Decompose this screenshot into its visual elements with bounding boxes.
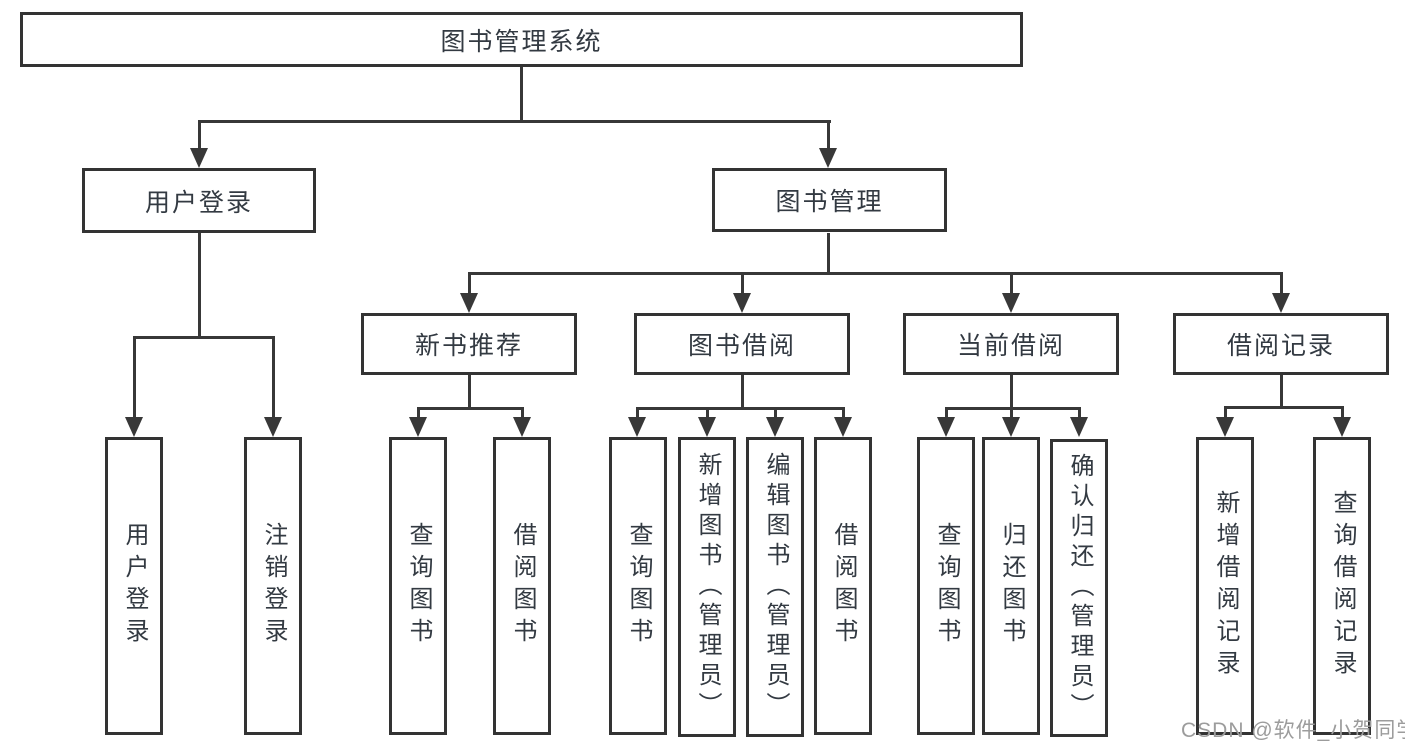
connector-line	[741, 272, 744, 293]
leaf-newbook-query-book: 查询图书	[389, 437, 447, 735]
connector-line	[1280, 272, 1283, 293]
arrow-head-icon	[937, 417, 955, 437]
connector-line	[1280, 375, 1283, 406]
connector-line	[198, 120, 201, 148]
arrow-head-icon	[264, 417, 282, 437]
arrow-head-icon	[1216, 417, 1234, 437]
connector-line	[636, 407, 639, 417]
leaf-borrow-add-book-admin-label: 新增图书（管理员）	[694, 452, 721, 722]
connector-line	[133, 336, 275, 339]
arrow-head-icon	[1272, 293, 1290, 313]
leaf-current-confirm-return-admin: 确认归还（管理员）	[1050, 439, 1108, 737]
connector-line	[827, 120, 830, 148]
connector-line	[468, 272, 1282, 275]
leaf-borrow-edit-book-admin: 编辑图书（管理员）	[746, 437, 804, 737]
connector-line	[827, 233, 830, 272]
node-book-management-label: 图书管理	[775, 188, 884, 216]
connector-line	[1341, 406, 1344, 417]
connector-line	[1224, 406, 1227, 417]
arrow-head-icon	[1070, 417, 1088, 437]
arrow-head-icon	[190, 148, 208, 168]
leaf-borrow-query-book: 查询图书	[609, 437, 667, 735]
leaf-borrow-query-book-label: 查询图书	[625, 522, 652, 650]
leaf-newbook-query-book-label: 查询图书	[405, 522, 432, 650]
leaf-borrow-add-book-admin: 新增图书（管理员）	[678, 437, 736, 737]
node-user-login-label: 用户登录	[144, 188, 253, 217]
leaf-logout-label: 注销登录	[260, 522, 287, 650]
connector-line	[468, 375, 471, 407]
connector-line	[521, 407, 524, 417]
connector-line	[1010, 407, 1013, 417]
leaf-newbook-borrow-book-label: 借阅图书	[509, 522, 536, 650]
leaf-current-query-book-label: 查询图书	[933, 522, 960, 650]
connector-line	[417, 407, 420, 417]
node-user-login: 用户登录	[82, 168, 316, 233]
node-book-borrow-label: 图书借阅	[687, 332, 796, 360]
connector-line	[417, 407, 524, 410]
arrow-head-icon	[409, 417, 427, 437]
node-new-book-recommend-label: 新书推荐	[414, 332, 523, 360]
connector-line	[272, 336, 275, 417]
connector-line	[945, 407, 1081, 410]
arrow-head-icon	[513, 417, 531, 437]
leaf-current-confirm-return-admin-label: 确认归还（管理员）	[1066, 453, 1093, 723]
arrow-head-icon	[819, 148, 837, 168]
node-borrow-records: 借阅记录	[1173, 313, 1389, 375]
connector-line	[520, 67, 523, 120]
connector-line	[741, 375, 744, 407]
leaf-user-login: 用户登录	[105, 437, 163, 735]
arrow-head-icon	[733, 293, 751, 313]
connector-line	[133, 336, 136, 417]
leaf-borrow-borrow-book-label: 借阅图书	[830, 522, 857, 650]
connector-line	[1078, 407, 1081, 417]
arrow-head-icon	[1333, 417, 1351, 437]
node-root-system: 图书管理系统	[20, 12, 1023, 67]
node-current-borrow-label: 当前借阅	[956, 332, 1065, 360]
connector-line	[1010, 272, 1013, 293]
leaf-user-login-label: 用户登录	[121, 522, 148, 650]
arrow-head-icon	[766, 417, 784, 437]
leaf-records-query-record-label: 查询借阅记录	[1329, 490, 1356, 682]
leaf-records-add-record: 新增借阅记录	[1196, 437, 1254, 735]
node-book-management: 图书管理	[712, 168, 947, 232]
leaf-logout: 注销登录	[244, 437, 302, 735]
arrow-head-icon	[1002, 417, 1020, 437]
leaf-current-return-book: 归还图书	[982, 437, 1040, 735]
arrow-head-icon	[628, 417, 646, 437]
arrow-head-icon	[834, 417, 852, 437]
node-root-label: 图书管理系统	[440, 27, 603, 56]
connector-line	[198, 233, 201, 336]
connector-line	[945, 407, 948, 417]
leaf-records-add-record-label: 新增借阅记录	[1212, 490, 1239, 682]
leaf-borrow-edit-book-admin-label: 编辑图书（管理员）	[762, 452, 789, 722]
connector-line	[636, 407, 845, 410]
connector-line	[706, 407, 709, 417]
arrow-head-icon	[125, 417, 143, 437]
leaf-current-query-book: 查询图书	[917, 437, 975, 735]
connector-line	[842, 407, 845, 417]
connector-line	[1224, 406, 1343, 409]
leaf-newbook-borrow-book: 借阅图书	[493, 437, 551, 735]
node-new-book-recommend: 新书推荐	[361, 313, 577, 375]
connector-line	[774, 407, 777, 417]
leaf-current-return-book-label: 归还图书	[998, 522, 1025, 650]
arrow-head-icon	[460, 293, 478, 313]
arrow-head-icon	[1002, 293, 1020, 313]
node-book-borrow: 图书借阅	[634, 313, 850, 375]
connector-line	[1010, 375, 1013, 407]
arrow-head-icon	[698, 417, 716, 437]
leaf-borrow-borrow-book: 借阅图书	[814, 437, 872, 735]
connector-line	[468, 272, 471, 293]
node-current-borrow: 当前借阅	[903, 313, 1119, 375]
leaf-records-query-record: 查询借阅记录	[1313, 437, 1371, 735]
node-borrow-records-label: 借阅记录	[1226, 332, 1335, 360]
connector-line	[198, 120, 831, 123]
csdn-watermark: CSDN @软件_小贺同学	[1181, 719, 1405, 742]
